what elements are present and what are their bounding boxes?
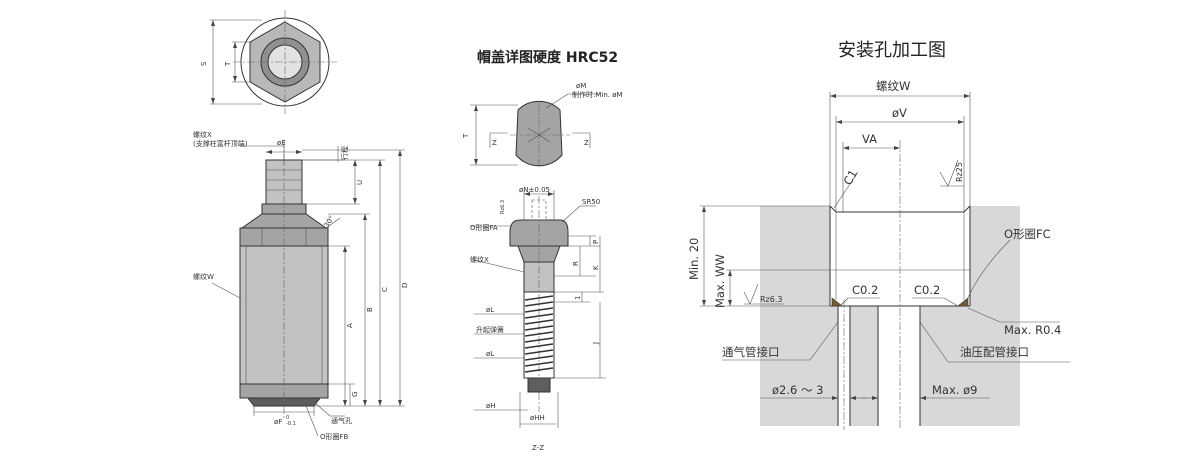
dim-n-label: øN±0.05 bbox=[519, 186, 550, 194]
dim-p-label: P bbox=[592, 240, 600, 244]
dim-c-label: C bbox=[381, 287, 389, 292]
chamfer-c1-label: C1 bbox=[840, 167, 860, 187]
oring-fa-label: O形圈FA bbox=[470, 224, 498, 232]
dim-l1-label: øL bbox=[486, 306, 494, 314]
thread-w-hole-label: 螺纹W bbox=[876, 79, 910, 93]
oring-fc-label: O形圈FC bbox=[1004, 227, 1051, 241]
min20-label: Min. 20 bbox=[687, 238, 701, 280]
housing-wall-right bbox=[970, 206, 1020, 426]
dim-u-label: U bbox=[356, 180, 364, 185]
mounting-hole-title: 安装孔加工图 bbox=[838, 40, 946, 61]
dim-h-label: øH bbox=[486, 402, 496, 410]
thread-x-note: (支撑柱富杆顶端) bbox=[193, 139, 248, 148]
top-hex-view bbox=[210, 10, 337, 114]
dim-s-label: S bbox=[200, 61, 208, 66]
thread-x-cap-label: 螺纹X bbox=[470, 255, 489, 264]
rz25-label: Rz25 bbox=[955, 162, 964, 182]
mounting-hole bbox=[829, 140, 971, 430]
rz63-hole-label: Rz6.3 bbox=[760, 295, 782, 304]
spring-coil bbox=[524, 337, 554, 343]
oil-port-label: 油压配管接口 bbox=[960, 345, 1029, 359]
dim-vent-label: ø2.6 ～ 3 bbox=[772, 383, 823, 397]
dim-b-label: B bbox=[366, 307, 374, 312]
spring-coil bbox=[524, 349, 554, 355]
vent-port-label: 通气管接口 bbox=[722, 345, 780, 359]
dim-e-label: øE bbox=[277, 139, 286, 147]
left-view: S T bbox=[193, 10, 409, 441]
spring-coil bbox=[524, 295, 554, 301]
dim-f-tol-upper: 0 bbox=[286, 415, 289, 421]
max-r04-label: Max. R0.4 bbox=[1004, 323, 1061, 337]
cap-detail-title: 帽盖详图硬度 HRC52 bbox=[477, 49, 618, 66]
spring-coil bbox=[524, 343, 554, 349]
section-zz-label: Z-Z bbox=[532, 444, 544, 452]
dim-hh-label: øHH bbox=[530, 414, 545, 422]
spring-coils bbox=[524, 295, 554, 373]
cap-detail bbox=[470, 93, 600, 167]
dim-va-label: VA bbox=[862, 132, 877, 146]
spring-coil bbox=[524, 325, 554, 331]
spring-coil bbox=[524, 301, 554, 307]
dim-t-cap-label: T bbox=[462, 133, 470, 139]
z-left-label: Z bbox=[492, 139, 497, 147]
rz63-cap-label: Rz6.3 bbox=[500, 200, 506, 214]
c02-left-label: C0.2 bbox=[852, 283, 878, 297]
dim-m-note: 制作时:Min. øM bbox=[572, 90, 623, 99]
dim-g-label: G bbox=[351, 392, 359, 397]
section-view bbox=[509, 196, 569, 412]
spring-coil bbox=[524, 319, 554, 325]
stroke-label: 行程 bbox=[340, 146, 349, 160]
support-side-view bbox=[239, 140, 329, 420]
middle-view: 帽盖详图硬度 HRC52 øM 制作时:Min. øM T Z bbox=[462, 49, 623, 452]
spring-coil bbox=[524, 331, 554, 337]
vent-hole-label: 通气孔 bbox=[331, 416, 352, 425]
angle-label: 30° bbox=[323, 214, 336, 229]
z-right-label: Z bbox=[584, 139, 589, 147]
dim-m-label: øM bbox=[576, 82, 586, 90]
right-view: 安装孔加工图 bbox=[687, 40, 1070, 430]
sr50-label: SR50 bbox=[582, 198, 600, 206]
oring-fb-label: O形圈FB bbox=[320, 433, 349, 441]
dim-d-label: D bbox=[401, 283, 409, 288]
thread-x-label: 螺纹X bbox=[193, 130, 212, 139]
spring-coil bbox=[524, 355, 554, 361]
spring-coil bbox=[524, 307, 554, 313]
housing-wall-left bbox=[760, 206, 830, 426]
thread-w-label: 螺纹W bbox=[193, 272, 214, 281]
spring-coil bbox=[524, 313, 554, 319]
dim-k-label: K bbox=[592, 265, 600, 270]
dim-j-label: J bbox=[592, 342, 600, 345]
dim-f-tol-lower: -0.1 bbox=[286, 421, 296, 427]
dim-v-label: øV bbox=[892, 106, 907, 120]
c02-right-label: C0.2 bbox=[914, 283, 940, 297]
dim-l2-label: øL bbox=[486, 350, 494, 358]
dim-f-label: øF bbox=[274, 418, 282, 426]
dim-a-label: A bbox=[346, 323, 354, 328]
spring-label: 升起弹簧 bbox=[476, 325, 504, 334]
dim-t-label: T bbox=[224, 61, 232, 67]
spring-coil bbox=[524, 361, 554, 367]
maxww-label: Max. WW bbox=[713, 254, 727, 308]
dim-1-label: 1 bbox=[574, 296, 582, 300]
dim-r-label: R bbox=[572, 261, 580, 266]
spring-coil bbox=[524, 367, 554, 373]
dim-oil-label: Max. ø9 bbox=[932, 383, 977, 397]
